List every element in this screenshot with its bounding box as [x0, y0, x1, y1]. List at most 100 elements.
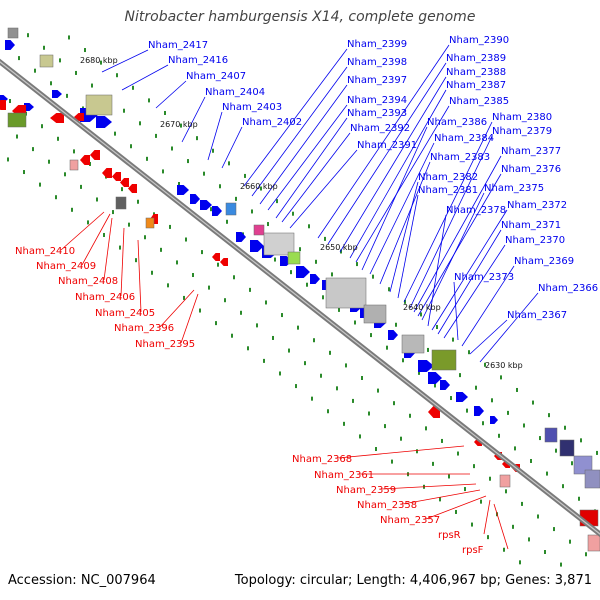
gene-label-nham_2398: Nham_2398	[347, 57, 407, 68]
tick-mark	[196, 136, 198, 141]
leader-line	[493, 503, 509, 550]
tick-mark	[240, 310, 242, 315]
tick-mark	[164, 110, 166, 115]
tick-mark	[564, 425, 566, 430]
leader-line	[361, 126, 428, 271]
misc-feature-box	[39, 54, 54, 68]
tick-mark	[114, 131, 116, 136]
tick-mark	[562, 484, 564, 489]
tick-mark	[272, 335, 274, 340]
gene-label-nham_2357: Nham_2357	[380, 515, 440, 526]
tick-mark	[489, 476, 491, 481]
gene-label-nham_2390: Nham_2390	[449, 35, 509, 46]
leader-line	[101, 49, 149, 73]
tick-mark	[544, 550, 546, 554]
tick-mark	[320, 373, 322, 378]
leader-line	[275, 117, 348, 219]
tick-mark	[466, 408, 468, 413]
tick-mark	[400, 436, 402, 441]
gene-label-nham_2371: Nham_2371	[501, 220, 561, 231]
misc-feature-box	[115, 196, 127, 210]
gene-label-rpsr: rpsR	[438, 530, 461, 541]
tick-mark	[459, 373, 461, 378]
tick-mark	[290, 270, 292, 275]
tick-mark	[288, 348, 290, 353]
forward-gene-arrow	[212, 206, 222, 216]
leader-line	[479, 292, 539, 363]
misc-feature-box	[544, 427, 558, 443]
tick-mark	[267, 222, 269, 227]
leader-line	[431, 209, 508, 331]
leader-line	[120, 227, 125, 297]
tick-mark	[331, 272, 333, 277]
leader-line	[159, 289, 195, 328]
reverse-gene-arrow	[0, 100, 6, 110]
leader-line	[267, 104, 348, 211]
reverse-gene-arrow	[212, 253, 220, 261]
leader-line	[349, 89, 447, 259]
tick-mark	[569, 539, 571, 544]
misc-feature-box	[559, 439, 575, 457]
leader-line	[425, 495, 487, 520]
leader-line	[355, 105, 450, 263]
tick-mark	[226, 219, 228, 224]
tick-mark	[361, 376, 363, 380]
tick-mark	[87, 220, 89, 225]
tick-mark	[180, 123, 182, 128]
tick-mark	[395, 322, 397, 327]
leader-line	[180, 293, 199, 344]
tick-mark	[295, 384, 297, 389]
forward-gene-arrow	[428, 372, 442, 384]
misc-feature-box	[225, 202, 237, 216]
leader-line	[483, 499, 491, 535]
reverse-gene-arrow	[50, 113, 64, 123]
leader-line	[417, 173, 502, 317]
tick-mark	[528, 537, 530, 542]
gene-label-nham_2404: Nham_2404	[205, 87, 265, 98]
misc-feature-box	[431, 349, 457, 371]
tick-mark	[208, 285, 210, 290]
tick-mark	[297, 325, 299, 330]
tick-mark	[71, 207, 73, 212]
tick-mark	[96, 197, 98, 202]
tick-mark	[233, 275, 235, 280]
gene-label-nham_2367: Nham_2367	[507, 310, 567, 321]
forward-gene-arrow	[177, 185, 189, 195]
tick-mark	[66, 93, 68, 98]
reverse-gene-arrow	[90, 150, 100, 160]
tick-mark	[546, 471, 548, 476]
tick-mark	[432, 461, 434, 466]
tick-mark	[39, 182, 41, 187]
misc-feature-box	[587, 534, 600, 552]
misc-feature-box	[69, 159, 79, 171]
leader-line	[317, 44, 450, 239]
leader-line	[137, 239, 142, 313]
gene-label-nham_2409: Nham_2409	[36, 261, 96, 272]
leader-line	[413, 155, 502, 313]
tick-mark	[498, 433, 500, 438]
reverse-gene-arrow	[428, 406, 440, 418]
tick-mark	[439, 497, 441, 502]
tick-mark	[482, 421, 484, 426]
tick-mark	[356, 262, 358, 267]
forward-gene-arrow	[190, 194, 200, 204]
misc-feature-box	[253, 224, 265, 236]
gene-label-nham_2392: Nham_2392	[350, 123, 410, 134]
tick-mark	[187, 159, 189, 164]
tick-mark	[537, 514, 539, 519]
gene-label-nham_2402: Nham_2402	[242, 117, 302, 128]
genome-backbone	[0, 58, 600, 538]
tick-mark	[338, 307, 340, 312]
gene-labels: Nham_2417Nham_2416Nham_2407Nham_2404Nham…	[15, 35, 598, 556]
gene-label-nham_2379: Nham_2379	[492, 126, 552, 137]
gene-label-nham_2387: Nham_2387	[446, 80, 506, 91]
leader-line	[207, 111, 223, 161]
gene-label-nham_2372: Nham_2372	[507, 200, 567, 211]
tick-mark	[420, 312, 422, 317]
tick-mark	[539, 436, 541, 441]
tick-mark	[324, 236, 326, 241]
tick-mark	[148, 98, 150, 103]
tick-mark	[516, 387, 518, 392]
tick-mark	[452, 337, 454, 342]
leader-line	[289, 149, 358, 229]
